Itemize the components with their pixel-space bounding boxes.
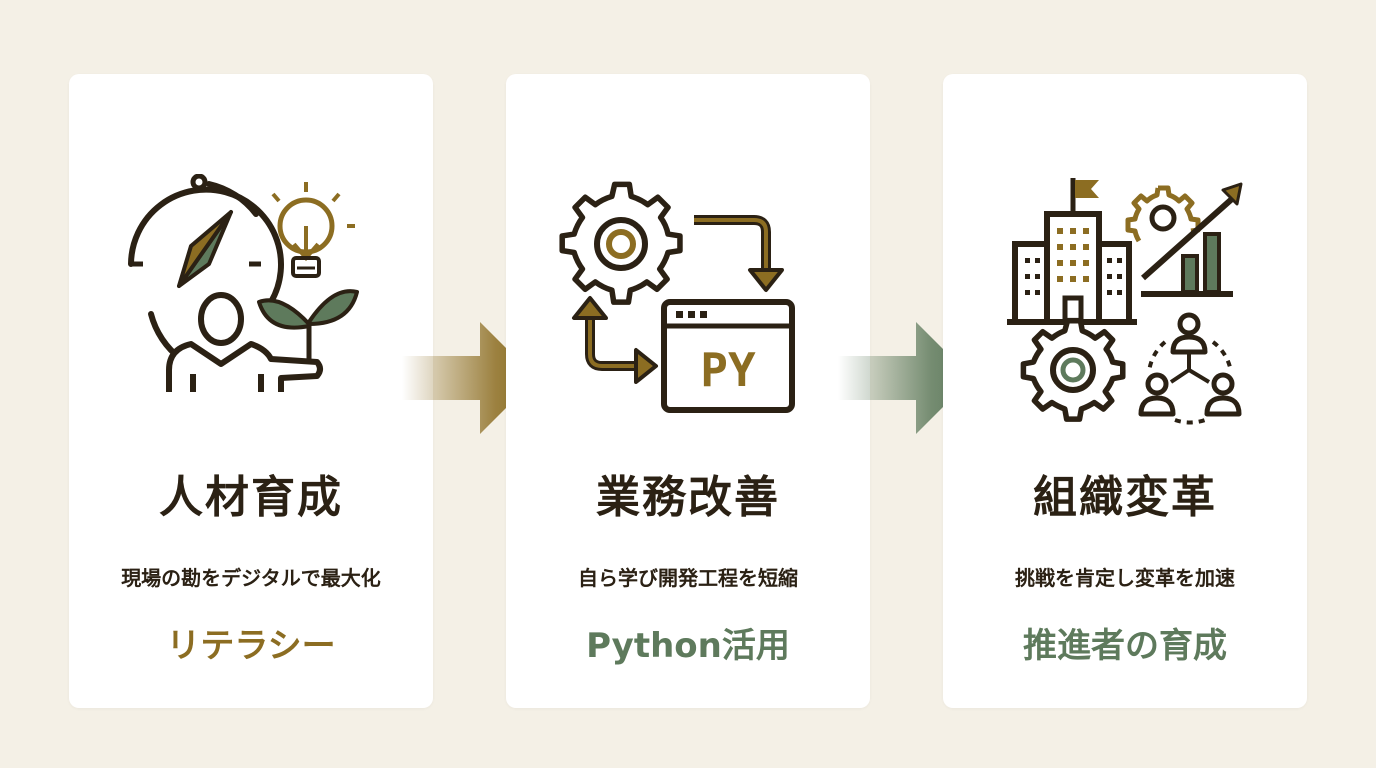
flow-arrow-icon [402, 322, 536, 434]
card-keyword: Python活用 [586, 626, 790, 666]
card-process-improvement: PY 業務改善 自ら学び開発工程を短縮 Python活用 [506, 74, 870, 708]
card-keyword: リテラシー [166, 626, 336, 666]
card-subtitle: 挑戦を肯定し変革を加速 [1015, 566, 1235, 590]
card-talent-development: 人材育成 現場の勘をデジタルで最大化 リテラシー [69, 74, 433, 708]
card-organizational-change: 組織変革 挑戦を肯定し変革を加速 推進者の育成 [943, 74, 1307, 708]
card-title: 組織変革 [1033, 472, 1217, 523]
card-subtitle: 自ら学び開発工程を短縮 [578, 566, 798, 590]
gear-arrows-python-window-icon: PY [559, 181, 795, 413]
card-keyword: 推進者の育成 [1023, 626, 1227, 666]
window-text: PY [700, 343, 756, 397]
compass-person-lightbulb-sprout-icon [128, 174, 359, 392]
card-title: 人材育成 [159, 472, 343, 523]
icon-area [69, 174, 433, 434]
card-subtitle: 現場の勘をデジタルで最大化 [121, 566, 381, 590]
icon-area: PY [506, 174, 870, 434]
card-title: 業務改善 [596, 472, 780, 523]
flow-arrow-icon [838, 322, 972, 434]
icon-area [943, 174, 1307, 434]
building-gear-growth-team-icon [1007, 178, 1243, 425]
